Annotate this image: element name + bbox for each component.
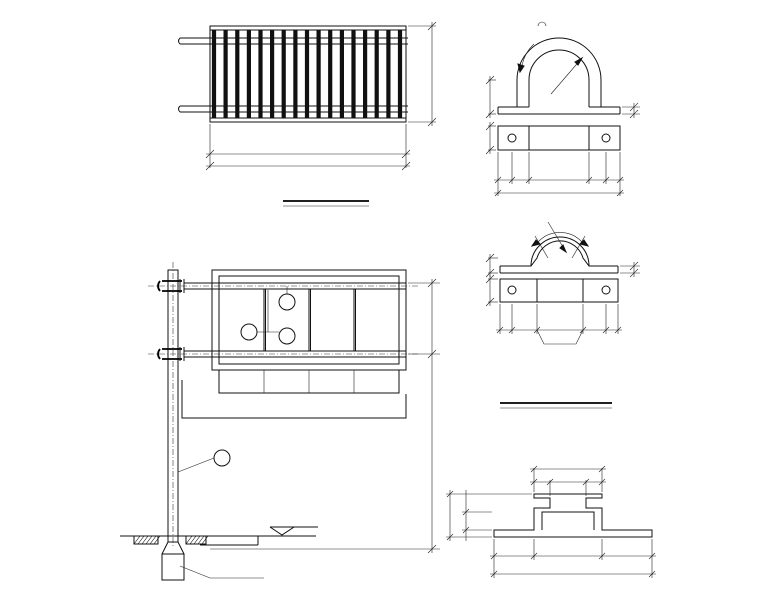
grating-bar: [386, 29, 391, 119]
grating-bar: [293, 29, 298, 119]
grating-bar: [316, 29, 321, 119]
grating-bar: [304, 29, 310, 119]
pipe-clamp-large-view: [485, 21, 640, 197]
grating-bar: [351, 29, 356, 119]
support-elevation-view: [120, 262, 440, 581]
grating-bar: [339, 29, 344, 119]
grating-bar: [397, 29, 403, 119]
pipe-clamp-small-view: [485, 221, 640, 409]
grating-bar: [270, 29, 275, 119]
grating-bar: [211, 29, 217, 119]
grating-bar: [281, 29, 286, 119]
grating-bar: [363, 29, 368, 119]
grating-bar: [374, 29, 379, 119]
grating-plan-view: [178, 21, 437, 207]
grating-bar: [328, 29, 333, 119]
channel-section-view: [446, 465, 656, 578]
grating-bar: [223, 29, 228, 119]
grating-bar: [246, 29, 252, 119]
grating-bar: [258, 29, 263, 119]
grating-bars: [211, 29, 403, 119]
grating-bar: [235, 29, 240, 119]
